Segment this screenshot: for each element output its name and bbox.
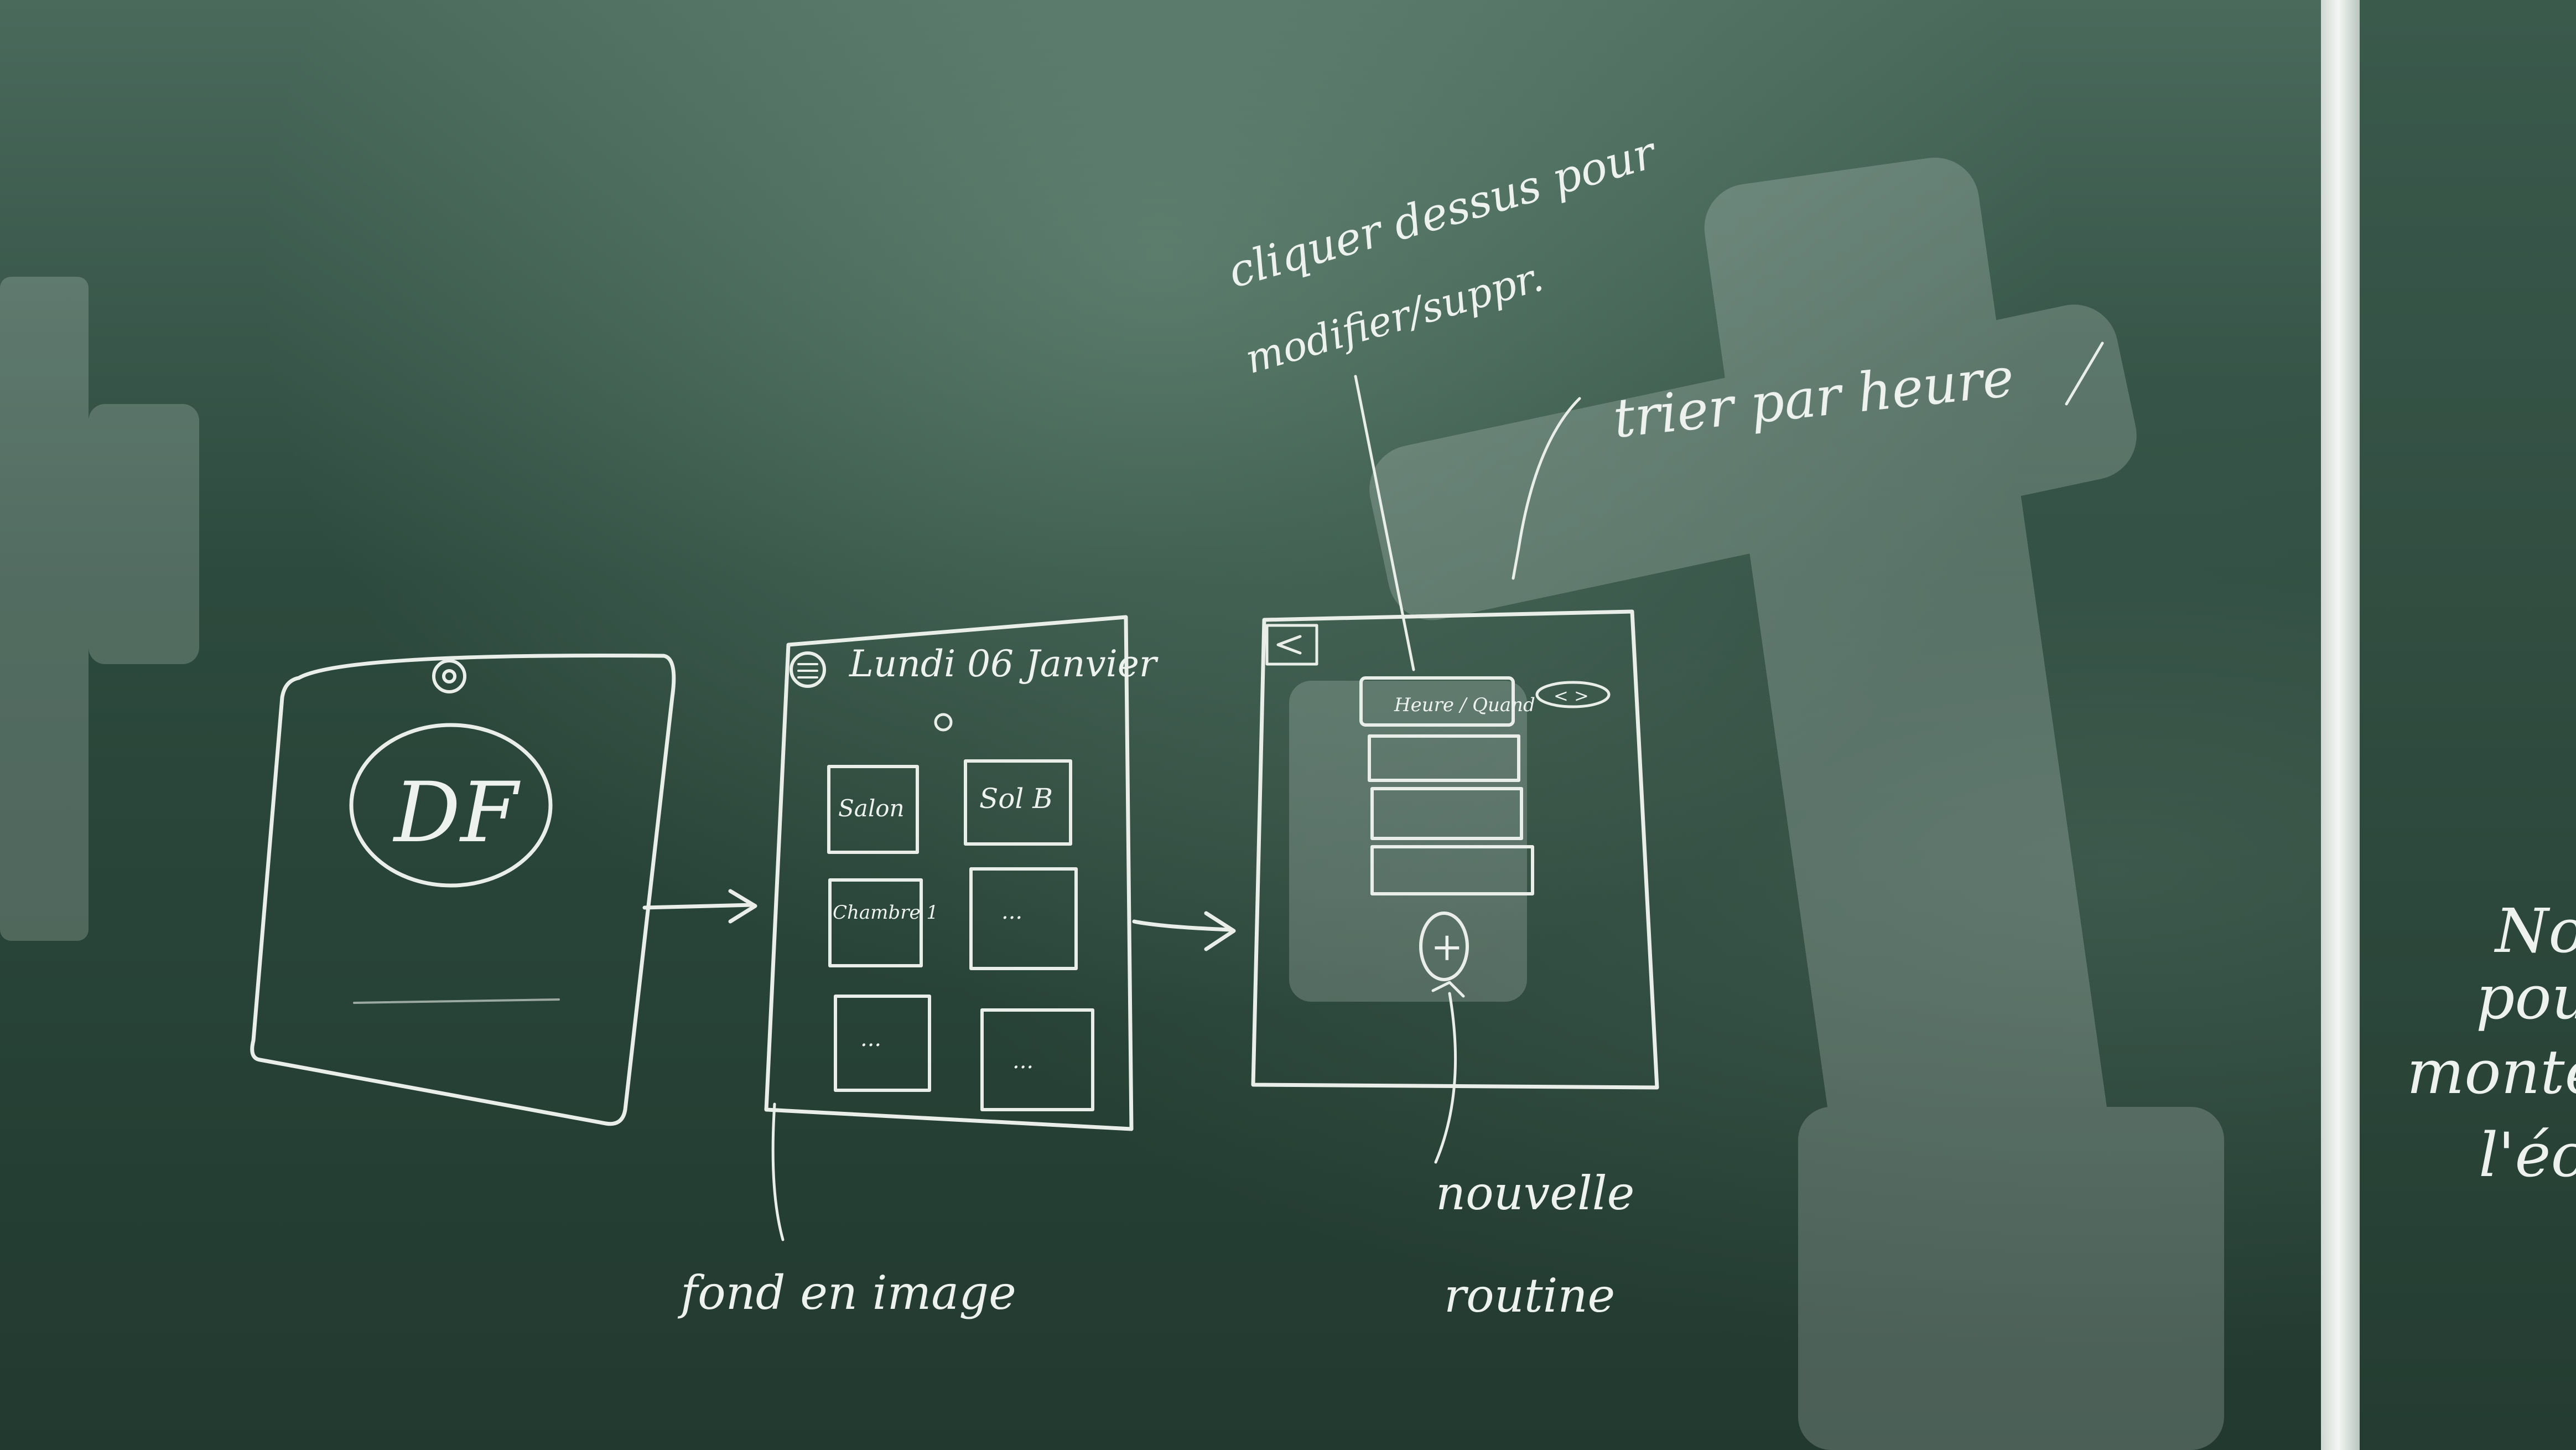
svg-text:< >: < >: [1554, 685, 1589, 706]
annotation-pointers: [771, 341, 2104, 1241]
add-routine-button: +: [1419, 912, 1469, 981]
adjacent-board-panel: [2360, 0, 2576, 1450]
svg-text:...: ...: [1012, 1048, 1033, 1074]
svg-text:...: ...: [1001, 899, 1022, 924]
routine-item-2: [1368, 734, 1520, 782]
svg-text:...: ...: [860, 1026, 881, 1052]
eraser-smudges: [0, 157, 2224, 1450]
svg-text:Sol B: Sol B: [979, 783, 1053, 815]
sketch-splash-screen: DF: [250, 654, 676, 1126]
home-date-title: Lundi 06 Janvier: [849, 643, 1159, 685]
sketch-routines-screen: Heure / Quand < > +: [1251, 609, 1659, 1090]
menu-icon: [790, 651, 826, 688]
routine-item-4: [1370, 845, 1534, 895]
annotation-new-routine-line1: nouvelle: [1436, 1166, 1634, 1220]
annotation-new-routine-line2: routine: [1444, 1268, 1615, 1323]
annotation-background-image: fond en image: [677, 1266, 1016, 1320]
board-divider-strip: [2321, 0, 2360, 1450]
svg-text:Heure / Quand: Heure / Quand: [1394, 694, 1535, 716]
flow-arrow-2: [1132, 911, 1236, 951]
flow-arrow-1: [642, 889, 757, 924]
camera-icon: [432, 659, 466, 693]
routine-item-1: Heure / Quand: [1359, 676, 1535, 727]
back-icon: [1265, 624, 1318, 666]
svg-text:Chambre 1: Chambre 1: [833, 902, 938, 924]
logo-circle: [349, 723, 553, 888]
svg-text:monte: monte: [2407, 1037, 2576, 1107]
room-tile-3: Chambre 1: [828, 878, 938, 967]
room-tile-6: ...: [980, 1008, 1094, 1111]
svg-text:No: No: [2494, 895, 2576, 966]
sketch-home-screen: Lundi 06 Janvier Salon Sol B Chambre 1 .…: [764, 615, 1159, 1131]
splash-logo: DF: [392, 765, 521, 861]
svg-text:l'éc: l'éc: [2479, 1120, 2576, 1190]
room-tile-5: ...: [834, 995, 931, 1092]
room-tile-1: Salon: [827, 765, 919, 854]
room-tile-4: ...: [969, 867, 1078, 970]
right-edge-text: No pou monte l'éc: [2407, 895, 2576, 1190]
svg-text:pou: pou: [2476, 962, 2576, 1033]
routine-item-3: [1370, 787, 1523, 840]
svg-text:+: +: [1431, 924, 1463, 970]
room-tile-2: Sol B: [964, 759, 1072, 846]
annotation-edit-delete-line1: cliquer dessus pour: [1223, 126, 1664, 298]
sort-toggle: < >: [1535, 681, 1611, 708]
svg-text:Salon: Salon: [838, 795, 905, 822]
